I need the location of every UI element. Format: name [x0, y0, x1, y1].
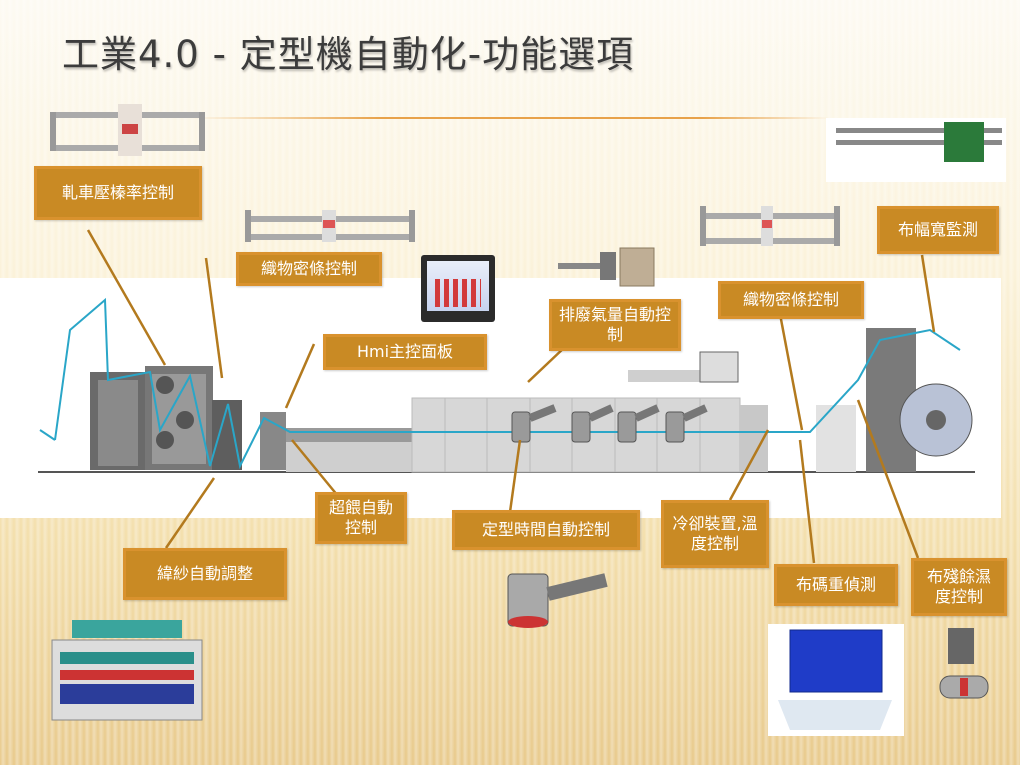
- slide-title: 工業4.0 - 定型機自動化-功能選項: [62, 33, 635, 76]
- label-pad-ratio: 軋車壓榛率控制: [34, 166, 202, 220]
- nozzle-sensor-photo: [507, 573, 608, 628]
- weft-straightener-photo: [51, 620, 203, 721]
- label-exhaust: 排廢氣量自動控制: [549, 299, 681, 351]
- fabric-path: [39, 297, 961, 470]
- label-overfeed: 超餵自動控制: [315, 492, 407, 544]
- moisture-sensor-photo: [939, 628, 989, 699]
- feed-stand: [90, 366, 286, 470]
- label-fabric-weight: 布碼重偵測: [774, 564, 898, 606]
- label-weft-straightener: 緯紗自動調整: [123, 548, 287, 600]
- label-setting-time: 定型時間自動控制: [452, 510, 640, 550]
- hmi-chart-bars: [435, 279, 481, 307]
- label-residual-moisture: 布殘餘濕度控制: [911, 558, 1007, 616]
- exhaust-sensor-photo: [558, 247, 655, 287]
- label-weft-density-left: 織物密條控制: [236, 252, 382, 286]
- pad-frame-photo: [50, 104, 205, 156]
- weft-frame-photo-right: [700, 206, 840, 246]
- title-divider: [190, 117, 830, 119]
- weft-frame-photo-left: [245, 210, 415, 242]
- label-hmi-panel: Hmi主控面板: [323, 334, 487, 370]
- fabric-weight-photo: [768, 624, 904, 736]
- width-monitor-photo: [826, 118, 1006, 182]
- nozzle-sensors: [511, 404, 708, 443]
- label-cooling: 冷卻裝置,溫度控制: [661, 500, 769, 568]
- leader-lines: [86, 229, 936, 564]
- label-width-monitor: 布幅寬監測: [877, 206, 999, 254]
- oven-chambers: [411, 351, 768, 473]
- label-weft-density-right: 織物密條控制: [718, 281, 864, 319]
- hmi-touchscreen-icon: [421, 255, 495, 322]
